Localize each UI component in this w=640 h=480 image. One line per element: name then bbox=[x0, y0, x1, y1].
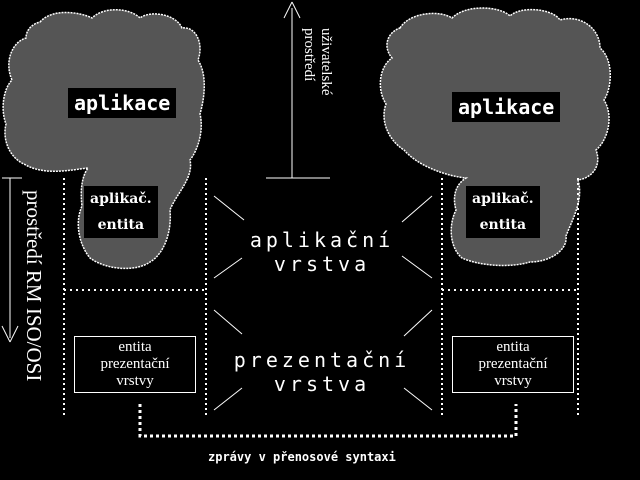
right-cloud-shape bbox=[379, 7, 611, 267]
left-app-entity-line1: aplikač. bbox=[90, 191, 152, 207]
left-pres-entity-line3: vrstvy bbox=[116, 373, 154, 389]
right-app-entity-line2: entita bbox=[479, 217, 527, 233]
presentation-layer-label: prezentační vrstva bbox=[222, 348, 422, 396]
left-pres-entity-line2: prezentační bbox=[100, 356, 170, 372]
left-pres-entity-line1: entita bbox=[118, 339, 152, 355]
transfer-label: zprávy v přenosové syntaxi bbox=[208, 450, 396, 464]
right-app-entity: aplikač. entita bbox=[466, 186, 540, 238]
right-pres-entity-box: entita prezentační vrstvy bbox=[452, 336, 574, 393]
user-env-line2: prostředí bbox=[301, 28, 317, 82]
application-layer-label: aplikační vrstva bbox=[222, 228, 422, 276]
dotted-verticals bbox=[63, 178, 579, 418]
user-env-line1: uživatelské bbox=[318, 28, 334, 96]
user-env-label: uživatelské prostředí bbox=[300, 28, 334, 95]
right-pres-entity-line3: vrstvy bbox=[494, 373, 532, 389]
left-app-entity-line2: entita bbox=[97, 217, 145, 233]
right-pres-entity-line2: prezentační bbox=[478, 356, 548, 372]
left-app-title: aplikace bbox=[68, 88, 177, 118]
left-pres-entity-box: entita prezentační vrstvy bbox=[74, 336, 196, 393]
right-pres-entity-line1: entita bbox=[496, 339, 530, 355]
layer-diagonals bbox=[213, 195, 433, 411]
rm-env-label: prostředí RM ISO/OSI bbox=[22, 190, 46, 382]
presentation-layer-line2: vrstva bbox=[273, 372, 371, 396]
right-app-title: aplikace bbox=[452, 92, 561, 122]
application-layer-line1: aplikační bbox=[249, 228, 395, 252]
rm-env-arrow bbox=[1, 177, 22, 343]
right-app-entity-line1: aplikač. bbox=[472, 191, 534, 207]
presentation-layer-line1: prezentační bbox=[233, 348, 411, 372]
left-app-entity: aplikač. entita bbox=[84, 186, 158, 238]
application-layer-line2: vrstva bbox=[273, 252, 371, 276]
transfer-connector bbox=[138, 404, 518, 438]
user-env-arrow bbox=[266, 1, 330, 179]
